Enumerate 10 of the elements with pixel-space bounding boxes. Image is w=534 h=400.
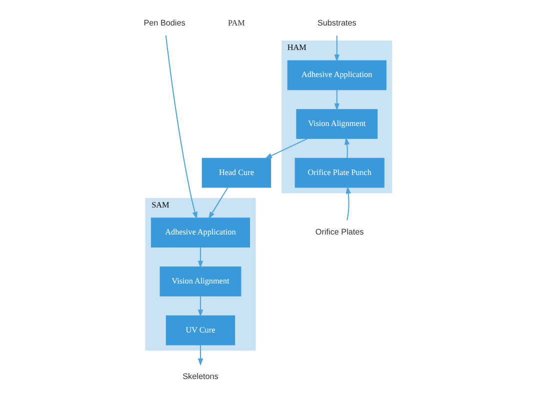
arrow <box>264 138 308 159</box>
arrow <box>345 186 350 220</box>
arrow <box>344 137 350 158</box>
arrow <box>197 247 203 268</box>
arrow <box>208 187 228 220</box>
arrow <box>197 345 203 366</box>
arrow <box>197 296 203 318</box>
arrow <box>164 35 197 220</box>
arrow <box>334 90 339 111</box>
arrow <box>334 36 339 62</box>
